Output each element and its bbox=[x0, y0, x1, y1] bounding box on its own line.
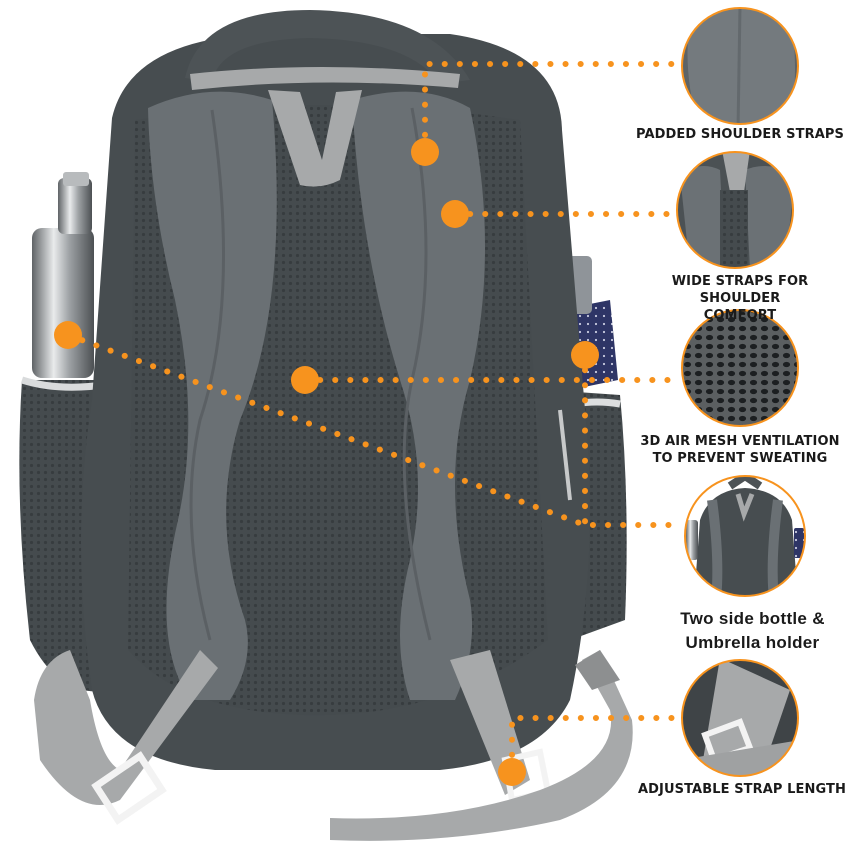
marker-shoulder-straps bbox=[411, 138, 439, 166]
marker-wide-straps bbox=[441, 200, 469, 228]
top-handle bbox=[185, 10, 470, 84]
thumbnail-shoulder-strap bbox=[681, 7, 799, 125]
label-side-holders: Two side bottle & Umbrella holder bbox=[680, 609, 825, 652]
thumbnail-backpack-front bbox=[684, 475, 806, 597]
thumbnail-buckle bbox=[681, 659, 799, 777]
thumbnail-mesh bbox=[681, 309, 799, 427]
callout-markers bbox=[54, 138, 599, 786]
shoulder-strap-right bbox=[352, 91, 485, 700]
callout-leader-lines bbox=[65, 61, 683, 773]
marker-umbrella-holder bbox=[571, 341, 599, 369]
label-padded-shoulder-straps: PADDED SHOULDER STRAPS bbox=[636, 127, 844, 142]
marker-bottle-holder bbox=[54, 321, 82, 349]
label-wide-straps: WIDE STRAPS FOR SHOULDER COMFORT bbox=[671, 274, 809, 323]
marker-air-mesh bbox=[291, 366, 319, 394]
hanging-loop bbox=[268, 90, 362, 187]
marker-adjustable-strap bbox=[498, 758, 526, 786]
thumbnail-wide-strap bbox=[676, 151, 794, 269]
backpack-photo bbox=[19, 10, 633, 841]
shoulder-strap-left bbox=[148, 91, 277, 700]
label-adjustable-strap-length: ADJUSTABLE STRAP LENGTH bbox=[637, 782, 846, 797]
label-air-mesh: 3D AIR MESH VENTILATION TO PREVENT SWEAT… bbox=[640, 434, 840, 466]
